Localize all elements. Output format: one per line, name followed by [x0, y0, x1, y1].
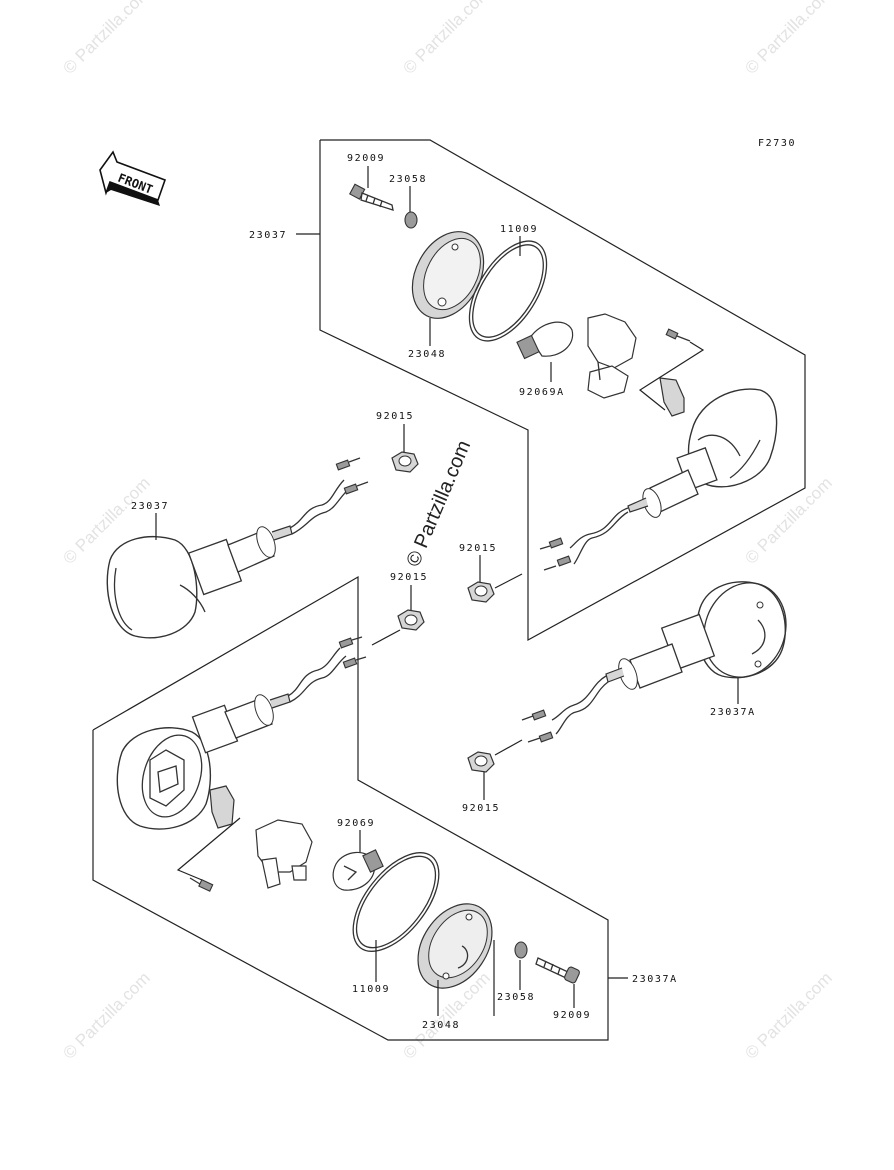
label-23037A-bottom: 23037A: [632, 974, 678, 985]
label-92015-upper: 92015: [376, 411, 414, 422]
nut-middle-right: [467, 573, 523, 603]
label-92069: 92069: [337, 818, 375, 829]
figure-code: F2730: [758, 138, 796, 149]
bulb-bottom: [332, 849, 384, 891]
socket-bottom: [255, 819, 313, 889]
label-92015-lower: 92015: [462, 803, 500, 814]
part-labels: 92009 23058 23037 11009 23048 92069A 920…: [131, 153, 756, 1031]
label-23058-bottom: 23058: [497, 992, 535, 1003]
nut-middle-left: [371, 609, 425, 646]
label-92015-middle-right: 92015: [459, 543, 497, 554]
label-23037-top: 23037: [249, 230, 287, 241]
front-arrow-icon: FRONT: [99, 150, 167, 206]
clip-top: [638, 328, 705, 417]
socket-top: [587, 313, 637, 399]
turn-signal-left: [106, 457, 369, 639]
turn-signal-housing-top: [539, 388, 778, 571]
watermark: © Partzilla.com: [399, 0, 493, 78]
label-11009-top: 11009: [500, 224, 538, 235]
watermark-layer: © Partzilla.com © Partzilla.com © Partzi…: [59, 0, 835, 1063]
nut-upper: [391, 451, 419, 473]
turn-signal-housing-bottom: [116, 636, 367, 830]
label-11009-bottom: 11009: [352, 984, 390, 995]
top-group-outline: [319, 139, 806, 642]
label-23037A-right: 23037A: [710, 707, 756, 718]
bulb-top: [516, 321, 574, 360]
label-92015-middle-left: 92015: [390, 572, 428, 583]
clip-bottom: [176, 785, 241, 892]
label-92069A: 92069A: [519, 387, 565, 398]
watermark: © Partzilla.com: [59, 968, 153, 1062]
leader-lines: [155, 166, 739, 1016]
lens-bottom: [417, 903, 493, 989]
label-92009-bottom: 92009: [553, 1010, 591, 1021]
label-23058-top: 23058: [389, 174, 427, 185]
gasket-bottom: [352, 852, 440, 952]
turn-signal-right: [521, 581, 787, 743]
screw-top: [349, 183, 394, 211]
gasket-top: [468, 240, 548, 342]
screw-bottom: [535, 957, 580, 984]
washer-bottom: [514, 941, 528, 959]
watermark: © Partzilla.com: [741, 0, 835, 78]
label-92009-top: 92009: [347, 153, 385, 164]
nut-lower-right: [467, 739, 523, 773]
lens-top: [411, 231, 485, 319]
watermark: © Partzilla.com: [741, 473, 835, 567]
label-23048-bottom: 23048: [422, 1020, 460, 1031]
washer-top: [404, 211, 418, 229]
bottom-group-outline: [92, 575, 609, 1041]
label-23048-top: 23048: [408, 349, 446, 360]
label-23037-left: 23037: [131, 501, 169, 512]
watermark: © Partzilla.com: [741, 968, 835, 1062]
watermark: © Partzilla.com: [59, 0, 153, 78]
